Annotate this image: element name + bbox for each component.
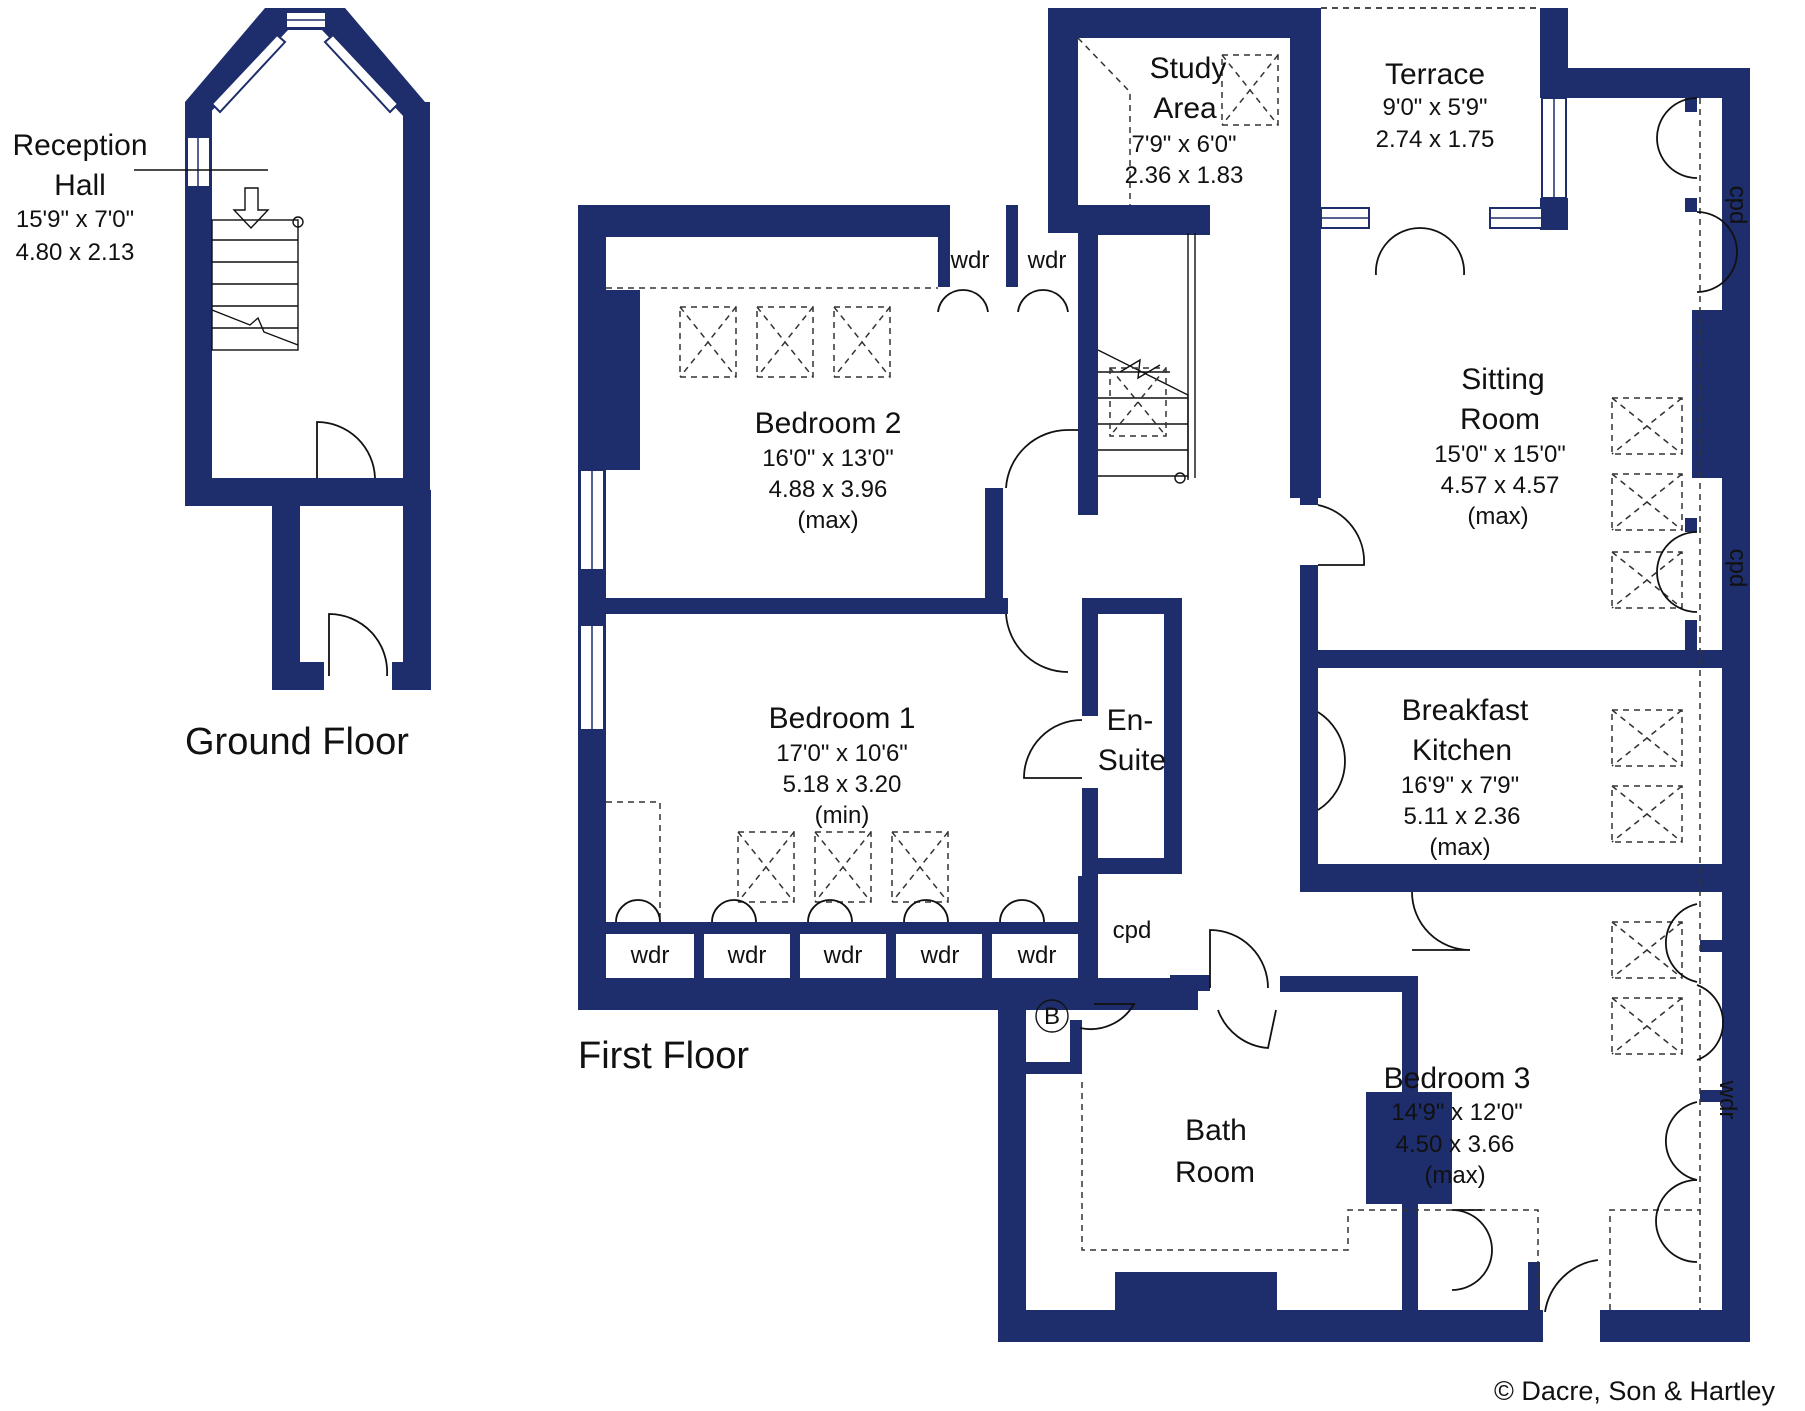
ground-floor-plan: [134, 8, 431, 690]
room-name: Bath: [1185, 1114, 1247, 1147]
first-floor-title: First Floor: [578, 1035, 749, 1077]
floor-labels: Ground Floor First Floor: [185, 721, 749, 1077]
first-floor-plan: [578, 7, 1750, 1342]
room-dim-imperial: 7'9" x 6'0": [1132, 131, 1237, 158]
cupboard-label: cpd: [1724, 186, 1751, 225]
room-sitting: Sitting Room 15'0" x 15'0" 4.57 x 4.57 (…: [1434, 363, 1566, 530]
ground-stairs: [134, 169, 304, 351]
room-reception: Reception Hall 15'9" x 7'0" 4.80 x 2.13: [12, 129, 147, 266]
ground-door-front: [328, 613, 389, 677]
storage-labels: wdr wdr wdr wdr wdr wdr wdr cpd cpd cpd …: [630, 186, 1751, 1120]
room-dim-imperial: 15'0" x 15'0": [1434, 441, 1566, 468]
room-dim-note: (max): [1467, 503, 1528, 530]
room-dim-metric: 4.50 x 3.66: [1396, 1131, 1515, 1158]
room-dim-note: (max): [797, 507, 858, 534]
room-dim-metric: 2.74 x 1.75: [1376, 126, 1495, 153]
room-name: Sitting: [1461, 363, 1544, 396]
room-name: Bedroom 1: [769, 702, 916, 735]
first-floor-doors: [615, 97, 1738, 1313]
ground-floor-title: Ground Floor: [185, 721, 409, 763]
room-dim-note: (min): [815, 802, 870, 829]
wardrobe-label: wdr: [823, 942, 863, 969]
room-name: En-: [1107, 704, 1154, 737]
room-dim-metric: 4.88 x 3.96: [769, 476, 888, 503]
room-dim-metric: 5.18 x 3.20: [783, 771, 902, 798]
cupboard-label: cpd: [1113, 917, 1152, 944]
room-dim-imperial: 16'9" x 7'9": [1401, 772, 1519, 799]
room-ensuite: En- Suite: [1098, 704, 1166, 777]
boiler-label: B: [1044, 1003, 1060, 1030]
room-name: Suite: [1098, 744, 1166, 777]
wardrobe-label: wdr: [1017, 942, 1057, 969]
first-floor-stairs: [1097, 233, 1196, 484]
room-name: Bedroom 3: [1384, 1062, 1531, 1095]
wardrobe-label: wdr: [1714, 1080, 1741, 1120]
room-study: Study Area 7'9" x 6'0" 2.36 x 1.83: [1125, 52, 1244, 189]
room-name: Room: [1175, 1156, 1255, 1189]
room-dim-metric: 5.11 x 2.36: [1404, 803, 1521, 830]
room-dim-imperial: 15'9" x 7'0": [16, 206, 134, 233]
room-dim-metric: 4.80 x 2.13: [16, 239, 135, 266]
room-name: Terrace: [1385, 58, 1485, 91]
room-bedroom-2: Bedroom 2 16'0" x 13'0" 4.88 x 3.96 (max…: [755, 407, 902, 534]
room-dim-imperial: 9'0" x 5'9": [1383, 94, 1488, 121]
room-terrace: Terrace 9'0" x 5'9" 2.74 x 1.75: [1376, 58, 1495, 153]
room-name: Breakfast: [1402, 694, 1529, 727]
wardrobe-label: wdr: [630, 942, 670, 969]
room-dim-note: (max): [1424, 1162, 1485, 1189]
room-dim-metric: 4.57 x 4.57: [1441, 472, 1560, 499]
room-bedroom-1: Bedroom 1 17'0" x 10'6" 5.18 x 3.20 (min…: [769, 702, 916, 829]
wardrobe-label: wdr: [920, 942, 960, 969]
room-dim-imperial: 17'0" x 10'6": [776, 740, 908, 767]
room-name: Reception: [12, 129, 147, 162]
room-name: Hall: [54, 169, 106, 202]
room-kitchen: Breakfast Kitchen 16'9" x 7'9" 5.11 x 2.…: [1401, 694, 1529, 861]
room-name: Study: [1150, 52, 1227, 85]
ground-door-inner: [316, 421, 376, 479]
roof-lights: [606, 37, 1701, 1310]
room-name: Bedroom 2: [755, 407, 902, 440]
wardrobe-label: wdr: [1027, 247, 1067, 274]
copyright: © Dacre, Son & Hartley: [1494, 1376, 1775, 1406]
cupboard-label: cpd: [1724, 549, 1751, 588]
room-bedroom-3: Bedroom 3 14'9" x 12'0" 4.50 x 3.66 (max…: [1384, 1062, 1531, 1189]
wardrobe-label: wdr: [950, 247, 990, 274]
wardrobe-label: wdr: [727, 942, 767, 969]
room-name: Area: [1153, 92, 1217, 125]
room-dim-metric: 2.36 x 1.83: [1125, 162, 1244, 189]
room-dim-imperial: 14'9" x 12'0": [1391, 1099, 1523, 1126]
room-name: Kitchen: [1412, 734, 1512, 767]
room-bath: Bath Room: [1175, 1114, 1255, 1189]
room-dim-imperial: 16'0" x 13'0": [762, 445, 894, 472]
room-dim-note: (max): [1429, 834, 1490, 861]
room-name: Room: [1460, 403, 1540, 436]
